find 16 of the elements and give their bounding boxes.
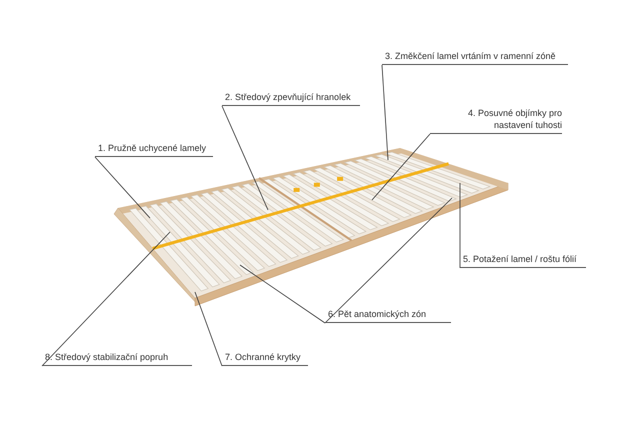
callout-label: 1. Pružně uchycené lamely bbox=[95, 142, 213, 157]
callout-label: 8. Středový stabilizační popruh bbox=[42, 351, 192, 366]
leader-line bbox=[382, 64, 388, 160]
callout-label: 2. Středový zpevňující hranolek bbox=[222, 91, 360, 106]
leader-line bbox=[372, 134, 430, 200]
callout-label: 7. Ochranné krytky bbox=[222, 351, 308, 366]
callout-label: 5. Potažení lamel / roštu fólií bbox=[460, 253, 586, 268]
leader-line bbox=[42, 232, 170, 366]
callout-label: 4. Posuvné objímky pro nastavení tuhosti bbox=[430, 107, 562, 134]
leader-line bbox=[324, 198, 452, 324]
callout-label: 3. Změkčení lamel vrtáním v ramenní zóně bbox=[382, 50, 568, 65]
callout-label: 6. Pět anatomických zón bbox=[325, 308, 451, 323]
leader-line bbox=[94, 156, 150, 218]
leader-line bbox=[240, 264, 326, 324]
leader-line bbox=[222, 106, 268, 210]
leader-line bbox=[194, 292, 222, 366]
